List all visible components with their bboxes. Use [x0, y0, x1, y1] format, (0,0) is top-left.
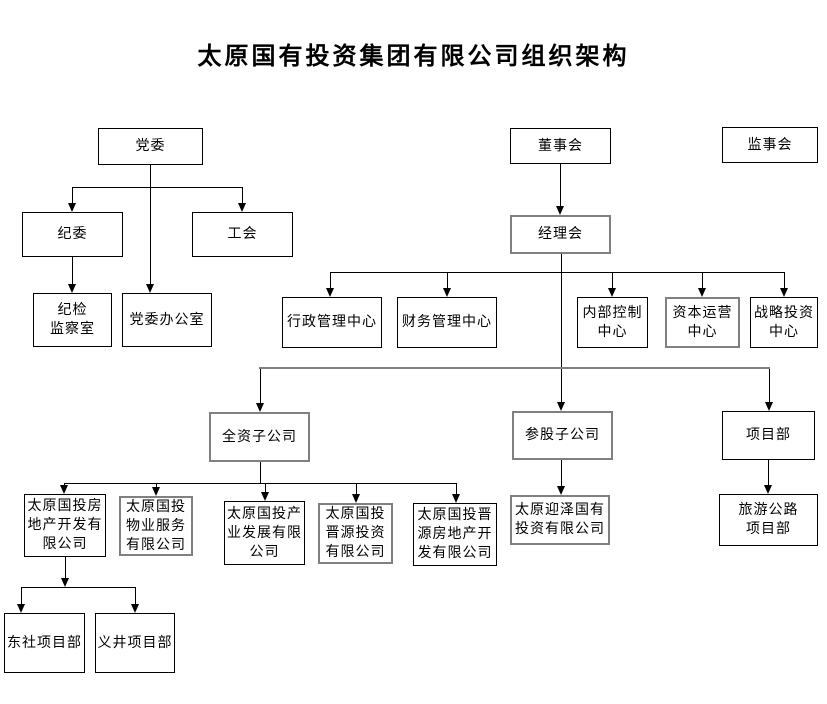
connector-line — [265, 483, 266, 494]
node-wholly-owned-subsidiaries: 全资子公司 — [209, 412, 310, 462]
node-discipline-inspection-office: 纪检 监察室 — [33, 293, 112, 347]
node-labor-union: 工会 — [192, 212, 293, 257]
arrow-down-icon — [443, 288, 451, 297]
arrow-down-icon — [780, 288, 788, 297]
connector-line — [561, 254, 562, 367]
arrow-down-icon — [68, 284, 76, 293]
node-internal-control-center: 内部控制 中心 — [577, 297, 648, 348]
connector-line — [260, 369, 261, 405]
node-guotou-property-service-co: 太原国投 物业服务 有限公司 — [119, 496, 193, 556]
arrow-down-icon — [152, 487, 160, 496]
node-admin-management-center: 行政管理中心 — [282, 297, 382, 348]
arrow-down-icon — [352, 494, 360, 503]
arrow-down-icon — [131, 604, 139, 613]
connector-line — [135, 587, 136, 606]
connector-line — [72, 187, 73, 205]
node-yijing-project-dept: 义井项目部 — [95, 613, 175, 673]
connector-line — [259, 367, 770, 369]
connector-line — [702, 272, 703, 290]
connector-line — [156, 483, 157, 489]
arrow-down-icon — [557, 486, 565, 495]
node-yingze-state-investment-co: 太原迎泽国有 投资有限公司 — [510, 495, 610, 545]
connector-line — [150, 165, 151, 286]
node-equity-subsidiaries: 参股子公司 — [512, 411, 613, 460]
connector-line — [330, 272, 331, 290]
node-dongshe-project-dept: 东社项目部 — [4, 613, 85, 673]
arrow-down-icon — [238, 203, 246, 212]
arrow-down-icon — [60, 485, 68, 494]
arrow-down-icon — [608, 288, 616, 297]
arrow-down-icon — [68, 203, 76, 212]
connector-line — [242, 187, 243, 205]
connector-line — [447, 272, 448, 290]
arrow-down-icon — [556, 206, 564, 215]
connector-line — [21, 587, 22, 606]
arrow-down-icon — [146, 284, 154, 293]
connector-line — [784, 272, 785, 290]
node-tourism-highway-project-dept: 旅游公路 项目部 — [719, 494, 818, 546]
arrow-down-icon — [17, 604, 25, 613]
connector-line — [769, 369, 770, 404]
connector-line — [65, 557, 66, 580]
node-finance-management-center: 财务管理中心 — [397, 297, 497, 348]
node-strategic-investment-center: 战略投资 中心 — [750, 297, 818, 348]
connector-line — [260, 462, 261, 483]
node-guotou-real-estate-co: 太原国投房 地产开发有 限公司 — [24, 494, 106, 557]
arrow-down-icon — [557, 402, 565, 411]
node-supervisory-board: 监事会 — [722, 127, 818, 163]
arrow-down-icon — [764, 485, 772, 494]
connector-line — [330, 272, 785, 273]
arrow-down-icon — [452, 494, 460, 503]
node-guotou-jinyuan-real-estate-co: 太原国投晋 源房地产开 发有限公司 — [413, 503, 497, 566]
node-project-department: 项目部 — [722, 411, 815, 460]
connector-line — [612, 272, 613, 290]
connector-line — [561, 369, 562, 404]
node-capital-operation-center: 资本运营 中心 — [665, 297, 740, 348]
node-party-committee: 党委 — [98, 128, 203, 165]
node-guotou-industry-development-co: 太原国投产 业发展有限 公司 — [224, 501, 305, 565]
connector-line — [560, 164, 561, 208]
node-managers-meeting: 经理会 — [510, 215, 611, 254]
node-discipline-committee: 纪委 — [22, 212, 123, 257]
connector-line — [356, 483, 357, 496]
node-guotou-jinyuan-investment-co: 太原国投 晋源投资 有限公司 — [318, 503, 393, 564]
node-party-committee-office: 党委办公室 — [122, 293, 212, 347]
arrow-down-icon — [326, 288, 334, 297]
arrow-down-icon — [261, 492, 269, 501]
connector-line — [768, 460, 769, 487]
connector-line — [456, 483, 457, 496]
arrow-down-icon — [61, 578, 69, 587]
arrow-down-icon — [698, 288, 706, 297]
connector-line — [72, 257, 73, 286]
connector-line — [72, 187, 243, 188]
connector-line — [21, 587, 136, 588]
node-board-of-directors: 董事会 — [510, 128, 611, 164]
connector-line — [64, 483, 457, 484]
page-title: 太原国有投资集团有限公司组织架构 — [197, 44, 630, 70]
connector-line — [561, 460, 562, 488]
arrow-down-icon — [765, 402, 773, 411]
arrow-down-icon — [256, 403, 264, 412]
